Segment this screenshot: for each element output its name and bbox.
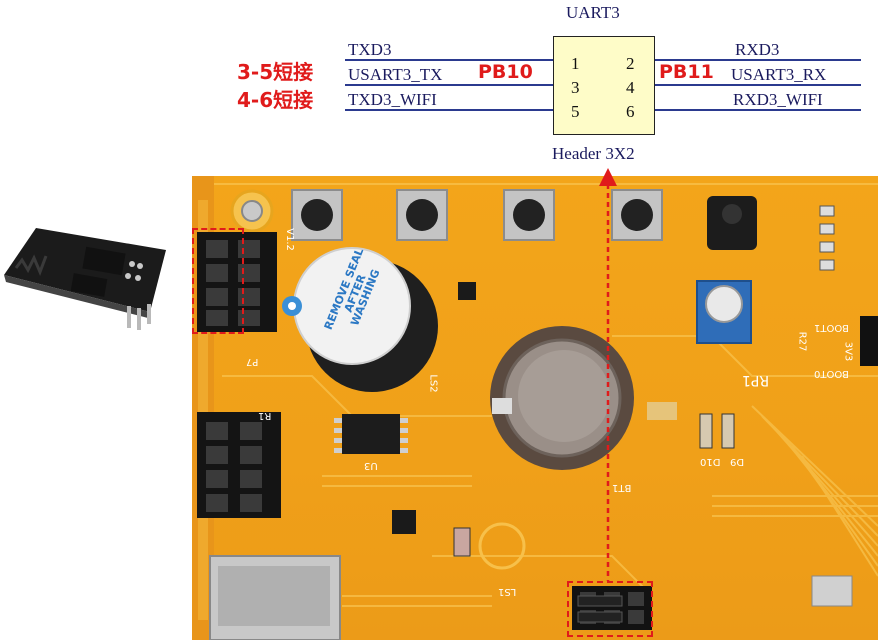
silk-rp1: RP1 — [742, 372, 770, 388]
esp-header-highlight — [192, 228, 244, 334]
schematic-title: UART3 — [566, 3, 620, 22]
wire-txd3 — [345, 59, 553, 61]
silk-r27: R27 — [796, 331, 808, 352]
wire-rxd3 — [655, 59, 861, 61]
signal-rxd3: RXD3 — [735, 40, 780, 59]
wire-usart3-rx — [655, 84, 861, 86]
port-pb11: PB11 — [659, 61, 714, 83]
push-buttons — [291, 189, 663, 241]
pin-5: 5 — [571, 102, 580, 121]
pcb-board: V1.2 P7 LS2 REMOVE SEAL AFTER WASHING BO… — [192, 176, 878, 640]
port-pb10: PB10 — [478, 61, 533, 83]
signal-txd3: TXD3 — [348, 40, 392, 59]
pcb-artwork — [192, 176, 878, 640]
silk-boot1: BOOT1 — [814, 322, 849, 333]
pin-1: 1 — [571, 54, 580, 73]
pin-4: 4 — [626, 78, 635, 97]
silk-p7: P7 — [246, 356, 259, 367]
signal-usart3-rx: USART3_RX — [731, 65, 827, 84]
pointer-arrow — [599, 168, 617, 581]
silk-d9: D9 — [730, 456, 745, 467]
esp8266-wifi-module — [4, 228, 166, 330]
wire-rxd3-wifi — [655, 109, 861, 111]
leds — [819, 205, 835, 271]
pin-3: 3 — [571, 78, 580, 97]
silk-u3: U3 — [364, 460, 378, 471]
silk-r1: R1 — [258, 410, 272, 421]
silk-d10: D10 — [700, 456, 721, 467]
header-caption: Header 3X2 — [552, 144, 635, 163]
signal-usart3-tx: USART3_TX — [348, 65, 443, 84]
silk-ls1: LS1 — [498, 586, 517, 597]
header-3x2-symbol — [553, 36, 655, 135]
wire-txd3-wifi — [345, 109, 553, 111]
eeprom-chip — [342, 414, 400, 454]
pin-2: 2 — [626, 54, 635, 73]
silk-3v3: 3V3 — [842, 341, 854, 362]
note-short-4-6: 4-6短接 — [237, 88, 314, 112]
silk-version: V1.2 — [283, 228, 295, 251]
note-short-3-5: 3-5短接 — [237, 60, 314, 84]
signal-rxd3-wifi: RXD3_WIFI — [733, 90, 823, 109]
pin-6: 6 — [626, 102, 635, 121]
silk-boot0: BOOT0 — [814, 368, 849, 379]
wire-usart3-tx — [345, 84, 553, 86]
signal-txd3-wifi: TXD3_WIFI — [348, 90, 437, 109]
jumper-highlight — [567, 581, 653, 637]
silk-ls2: LS2 — [427, 374, 439, 393]
